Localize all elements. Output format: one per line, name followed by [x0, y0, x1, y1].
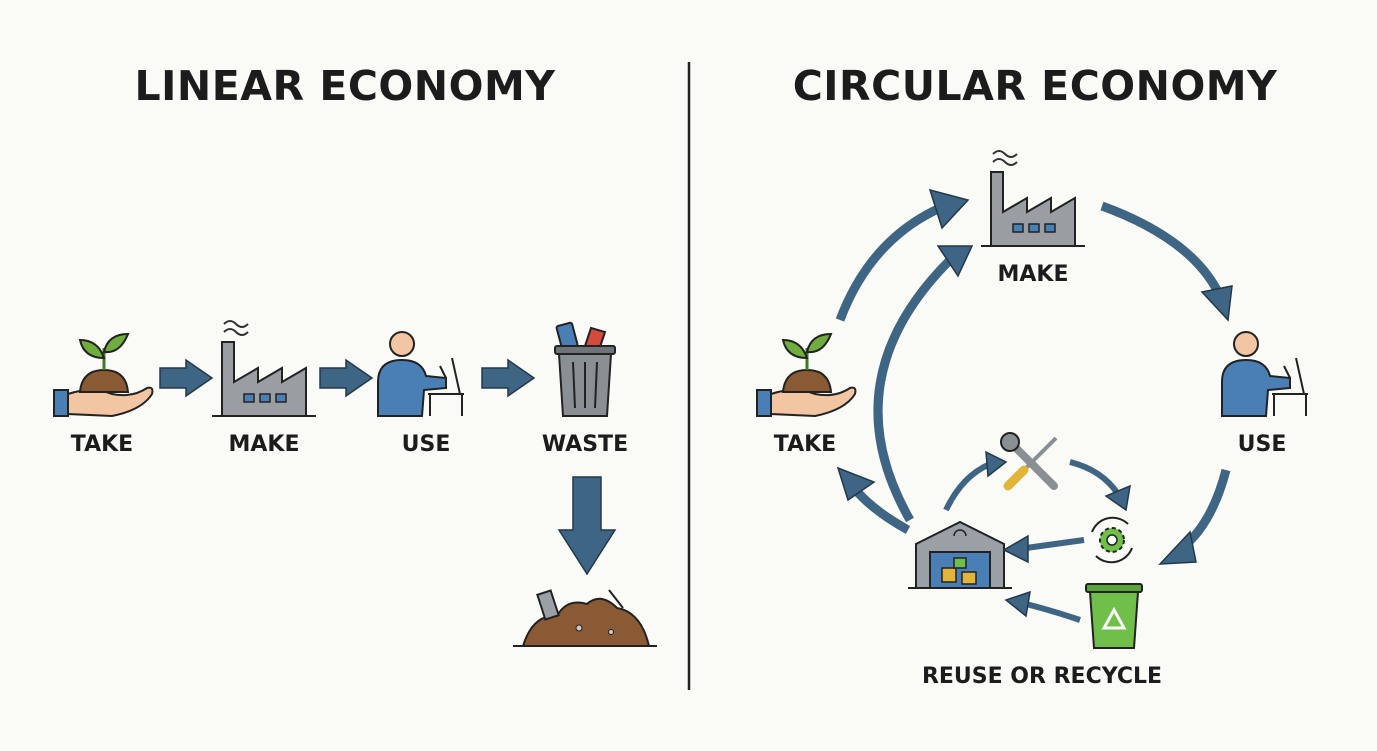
linear-waste-label: WASTE — [541, 432, 629, 457]
circular-make-factory-icon — [980, 150, 1086, 247]
arrow-warehouse-to-tools — [943, 461, 992, 512]
arrow-use-to-waste — [481, 358, 536, 398]
circular-use-label: USE — [1237, 432, 1287, 457]
gear-recycle-icon — [1091, 516, 1133, 564]
arrow-gear-to-warehouse — [1025, 537, 1085, 551]
arrow-make-to-use — [1100, 201, 1222, 295]
recycle-bin-icon — [1085, 583, 1143, 649]
circular-take-hand-plant-icon — [755, 332, 857, 418]
circular-make-label: MAKE — [997, 262, 1069, 287]
linear-economy-title: LINEAR ECONOMY — [134, 62, 556, 110]
linear-take-label: TAKE — [70, 432, 134, 457]
circular-take-label: TAKE — [773, 432, 837, 457]
circular-reuse-label: REUSE OR RECYCLE — [921, 664, 1163, 689]
arrow-bin-to-warehouse — [1025, 601, 1081, 623]
take-hand-plant-icon — [52, 332, 154, 418]
make-factory-icon — [211, 320, 317, 417]
warehouse-icon — [908, 520, 1012, 589]
wrench-screwdriver-icon — [1000, 432, 1058, 491]
arrow-warehouse-to-make — [873, 256, 954, 523]
waste-trash-can-icon — [554, 321, 616, 417]
arrow-take-to-make-outer — [835, 203, 942, 322]
circular-use-person-icon — [1221, 331, 1309, 417]
linear-use-label: USE — [401, 432, 451, 457]
arrow-tools-to-gear — [1069, 459, 1121, 496]
arrow-make-to-use — [319, 358, 374, 398]
arrow-take-to-make — [159, 358, 214, 398]
use-person-icon — [377, 331, 465, 417]
linear-make-label: MAKE — [228, 432, 300, 457]
landfill-pile-icon — [513, 589, 657, 647]
arrow-waste-to-landfill — [557, 476, 617, 576]
circular-economy-title: CIRCULAR ECONOMY — [792, 62, 1278, 110]
